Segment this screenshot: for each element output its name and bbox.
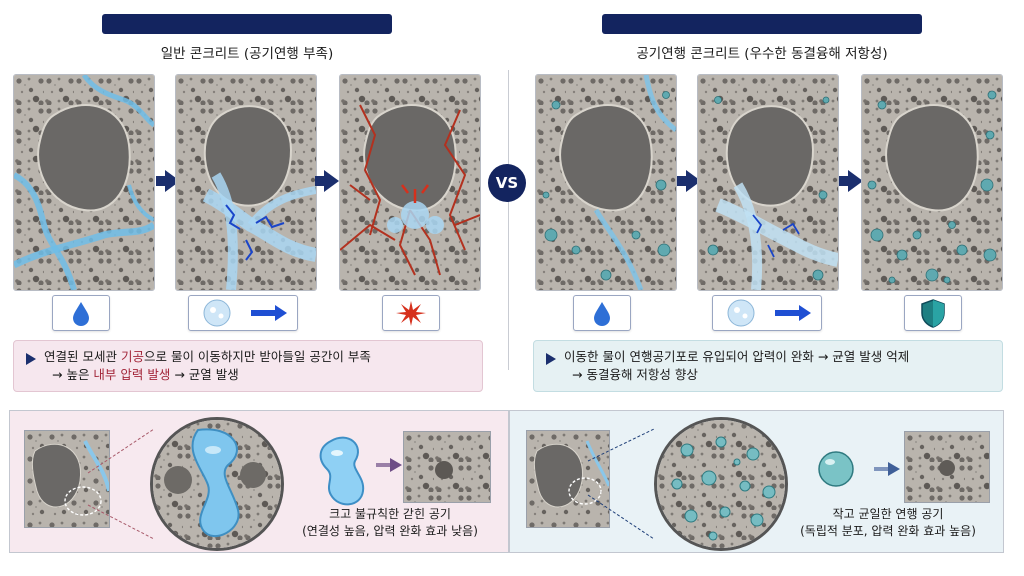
vs-badge: VS bbox=[488, 164, 526, 202]
right-panel-3 bbox=[861, 74, 1003, 291]
left-note: 연결된 모세관 기공으로 물이 이동하지만 받아들일 공간이 부족 → 높은 내… bbox=[13, 340, 483, 392]
left-caption: 크고 불규칙한 갇힌 공기 (연결성 높음, 압력 완화 효과 낮음) bbox=[302, 507, 478, 538]
shield-icon bbox=[921, 299, 945, 328]
entrained-air-bubble-icon bbox=[818, 451, 854, 487]
right-arrow-2 bbox=[839, 170, 863, 192]
bullet-triangle-icon bbox=[546, 353, 556, 365]
left-header-bar bbox=[102, 14, 392, 34]
right-panel-1 bbox=[535, 74, 677, 291]
irregular-air-void-icon bbox=[319, 436, 365, 506]
water-drop-icon bbox=[594, 302, 610, 326]
arrow-right-icon bbox=[874, 462, 900, 476]
left-zoom-lines bbox=[87, 428, 155, 540]
crack-burst-icon bbox=[396, 301, 426, 326]
left-bottom-thumb bbox=[24, 430, 110, 528]
right-zoom-lines bbox=[587, 428, 655, 540]
right-bottom-thumb bbox=[526, 430, 610, 528]
right-note: 이동한 물이 연행공기포로 유입되어 압력이 완화 → 균열 발생 억제 → 동… bbox=[533, 340, 1003, 392]
right-bottom-panel: 작고 균일한 연행 공기 (독립적 분포, 압력 완화 효과 높음) bbox=[509, 410, 1004, 553]
left-bottom-result-thumb bbox=[403, 431, 491, 503]
right-bottom-result-thumb bbox=[904, 431, 990, 503]
left-note-line1: 연결된 모세관 기공으로 물이 이동하지만 받아들일 공간이 부족 bbox=[44, 349, 371, 364]
right-icon-box-1 bbox=[573, 295, 631, 331]
left-zoom-circle bbox=[150, 417, 284, 551]
ice-crystal-icon bbox=[727, 299, 755, 327]
right-caption: 작고 균일한 연행 공기 (독립적 분포, 압력 완화 효과 높음) bbox=[800, 507, 976, 538]
right-title: 공기연행 콘크리트 (우수한 동결융해 저항성) bbox=[636, 46, 888, 62]
right-zoom-circle bbox=[654, 417, 788, 551]
left-note-line2: → 높은 내부 압력 발생 → 균열 발생 bbox=[52, 367, 239, 382]
right-note-line2: → 동결융해 저항성 향상 bbox=[572, 367, 698, 382]
left-bottom-panel: 크고 불규칙한 갇힌 공기 (연결성 높음, 압력 완화 효과 낮음) bbox=[9, 410, 509, 553]
right-panel-2 bbox=[697, 74, 839, 291]
left-title: 일반 콘크리트 (공기연행 부족) bbox=[160, 46, 334, 62]
center-divider bbox=[508, 70, 509, 370]
left-panel-2 bbox=[175, 74, 317, 291]
ice-crystal-icon bbox=[203, 299, 231, 327]
left-arrow-2 bbox=[315, 170, 339, 192]
left-icon-box-1 bbox=[52, 295, 110, 331]
right-header-bar bbox=[602, 14, 922, 34]
left-icon-box-3 bbox=[382, 295, 440, 331]
left-panel-1 bbox=[13, 74, 155, 291]
left-icon-box-2 bbox=[188, 295, 298, 331]
right-icon-box-2 bbox=[712, 295, 822, 331]
left-panel-3 bbox=[339, 74, 481, 291]
arrow-right-icon bbox=[376, 458, 402, 472]
bullet-triangle-icon bbox=[26, 353, 36, 365]
water-drop-icon bbox=[73, 302, 89, 326]
right-note-line1: 이동한 물이 연행공기포로 유입되어 압력이 완화 → 균열 발생 억제 bbox=[564, 349, 910, 364]
right-icon-box-3 bbox=[904, 295, 962, 331]
